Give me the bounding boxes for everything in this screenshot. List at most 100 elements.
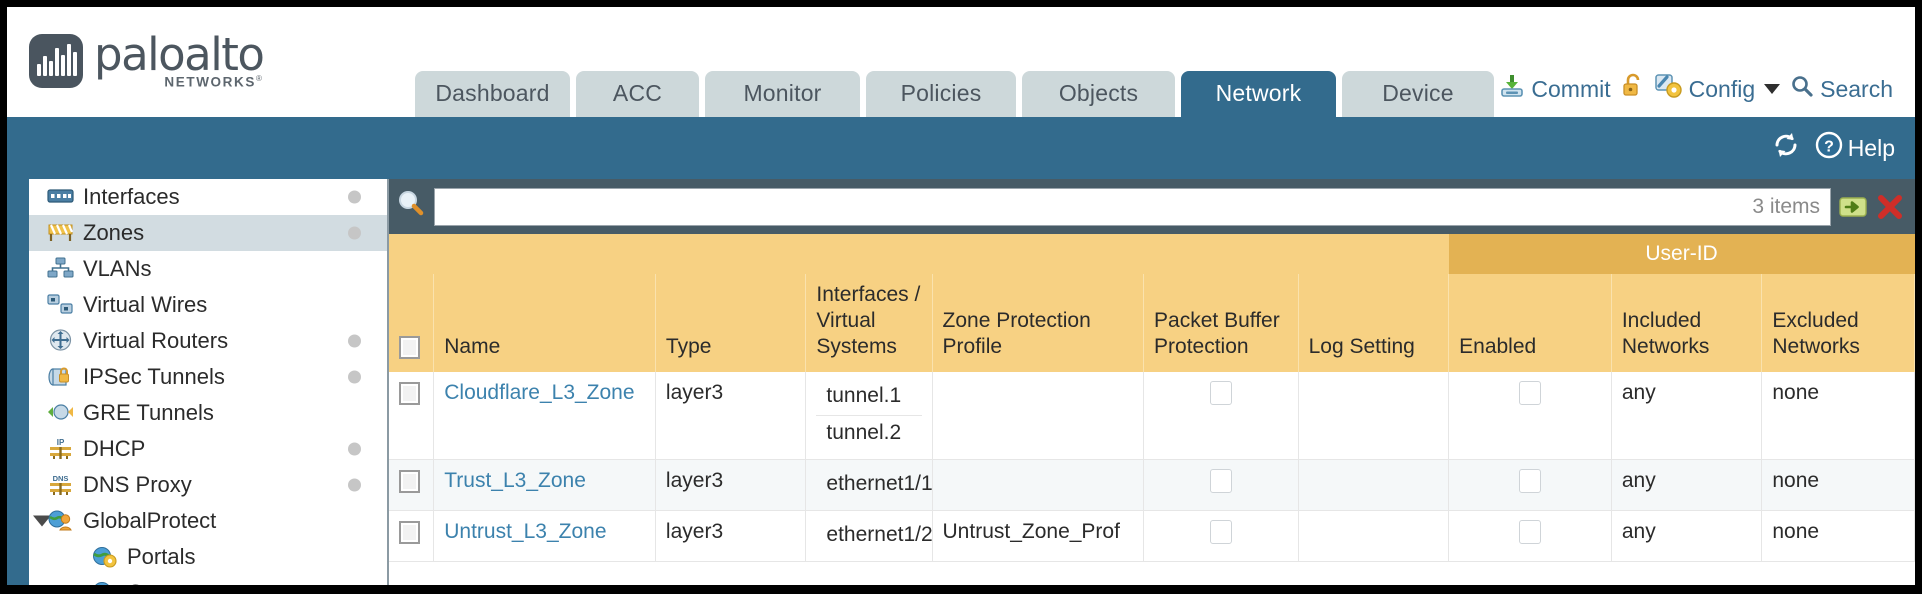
sub-header-actions: ? Help xyxy=(1771,131,1895,165)
search-button[interactable]: Search xyxy=(1790,74,1893,104)
sidebar-item-interfaces[interactable]: Interfaces xyxy=(29,179,387,215)
search-toolbar: 3 items xyxy=(389,179,1915,234)
sidebar-item-label: VLANs xyxy=(83,256,152,281)
row-select-checkbox[interactable] xyxy=(399,469,420,493)
select-all-checkbox[interactable] xyxy=(399,335,420,359)
help-button[interactable]: ? Help xyxy=(1815,131,1895,165)
portals-icon xyxy=(91,545,118,569)
column-header-interfaces-virtual-systems[interactable]: Interfaces / Virtual Systems xyxy=(805,274,933,372)
userid-enabled-checkbox[interactable] xyxy=(1518,520,1541,545)
commit-button[interactable]: Commit xyxy=(1499,73,1611,105)
dns-proxy-icon: DNS xyxy=(47,473,74,497)
tab-objects[interactable]: Objects xyxy=(1022,71,1175,117)
sidebar-item-label: IPSec Tunnels xyxy=(83,364,225,389)
packet-buffer-protection-checkbox[interactable] xyxy=(1209,469,1232,494)
column-header-packet-buffer-protection[interactable]: Packet Buffer Protection xyxy=(1143,274,1299,372)
clear-filter-button[interactable] xyxy=(1875,192,1905,222)
paloalto-logo[interactable]: paloalto NETWORKS® xyxy=(29,32,265,90)
sidebar-item-status-dot[interactable] xyxy=(348,190,361,204)
search-input[interactable] xyxy=(445,194,1741,219)
zone-name-link[interactable]: Untrust_L3_Zone xyxy=(444,520,607,543)
sidebar-item-gateways[interactable]: Gateways xyxy=(29,575,387,585)
packet-buffer-protection-cell xyxy=(1143,510,1299,562)
chevron-down-icon[interactable] xyxy=(1764,84,1781,94)
sidebar-item-portals[interactable]: Portals xyxy=(29,539,387,575)
column-header-excluded-networks[interactable]: Excluded Networks xyxy=(1761,274,1915,372)
sidebar-item-globalprotect[interactable]: GlobalProtect xyxy=(29,503,387,539)
paloalto-logo-mark xyxy=(29,34,83,89)
column-header-name[interactable]: Name xyxy=(433,274,656,372)
sidebar-item-zones[interactable]: Zones xyxy=(29,215,387,251)
excluded-networks-cell: none xyxy=(1761,459,1915,511)
sidebar-item-status-dot[interactable] xyxy=(348,226,361,240)
zones-group-header-row: User-ID xyxy=(389,234,1915,274)
svg-text:?: ? xyxy=(1824,139,1834,156)
tab-acc[interactable]: ACC xyxy=(576,71,699,117)
paloalto-logo-text: paloalto NETWORKS® xyxy=(94,32,265,90)
tab-policies[interactable]: Policies xyxy=(866,71,1016,117)
expand-collapse-triangle-icon[interactable] xyxy=(33,515,51,527)
zone-name-cell: Trust_L3_Zone xyxy=(433,459,656,511)
zone-interfaces-cell: ethernet1/2 xyxy=(805,510,933,562)
tab-network[interactable]: Network xyxy=(1181,71,1336,117)
userid-enabled-cell xyxy=(1448,459,1612,511)
zone-name-link[interactable]: Trust_L3_Zone xyxy=(444,469,586,492)
row-select-checkbox[interactable] xyxy=(399,381,420,405)
zone-name-link[interactable]: Cloudflare_L3_Zone xyxy=(444,381,635,404)
config-wrench-icon xyxy=(1654,73,1683,105)
column-header-included-networks[interactable]: Included Networks xyxy=(1611,274,1763,372)
header-tools: Commit xyxy=(1499,73,1893,105)
tab-dashboard[interactable]: Dashboard xyxy=(415,71,570,117)
packet-buffer-protection-checkbox[interactable] xyxy=(1209,381,1232,406)
search-magnifier-icon xyxy=(1790,74,1814,104)
item-count-label: 3 items xyxy=(1752,194,1820,218)
sidebar-item-ipsec-tunnels[interactable]: IPSec Tunnels xyxy=(29,359,387,395)
sidebar-item-status-dot[interactable] xyxy=(348,478,361,492)
packet-buffer-protection-checkbox[interactable] xyxy=(1209,520,1232,545)
row-select-cell xyxy=(389,372,435,460)
log-setting-cell xyxy=(1298,510,1450,562)
sidebar-item-virtual-routers[interactable]: Virtual Routers xyxy=(29,323,387,359)
tab-monitor[interactable]: Monitor xyxy=(705,71,860,117)
sidebar-item-vlans[interactable]: VLANs xyxy=(29,251,387,287)
zone-name-cell: Cloudflare_L3_Zone xyxy=(433,372,656,460)
refresh-icon[interactable] xyxy=(1771,131,1801,165)
sidebar-item-virtual-wires[interactable]: Virtual Wires xyxy=(29,287,387,323)
zone-protection-profile-cell xyxy=(932,459,1145,511)
userid-enabled-checkbox[interactable] xyxy=(1518,469,1541,494)
included-networks-cell: any xyxy=(1611,459,1763,511)
interface-entry: ethernet1/1 xyxy=(826,472,933,495)
interface-entry: tunnel.1 xyxy=(816,379,922,416)
lock-button[interactable] xyxy=(1621,73,1645,105)
column-header-enabled[interactable]: Enabled xyxy=(1448,274,1612,372)
commit-label: Commit xyxy=(1531,75,1611,102)
interface-entry: tunnel.2 xyxy=(826,421,902,444)
search-field-wrapper[interactable]: 3 items xyxy=(434,187,1831,226)
packet-buffer-protection-cell xyxy=(1143,459,1299,511)
sidebar-item-status-dot[interactable] xyxy=(348,442,361,456)
column-header-type[interactable]: Type xyxy=(655,274,807,372)
magnifier-icon[interactable] xyxy=(395,188,427,225)
apply-filter-button[interactable] xyxy=(1838,192,1868,222)
config-menu[interactable]: Config xyxy=(1654,73,1781,105)
zone-type-cell: layer3 xyxy=(655,510,807,562)
tab-device[interactable]: Device xyxy=(1342,71,1494,117)
row-select-checkbox[interactable] xyxy=(399,520,420,544)
help-question-icon: ? xyxy=(1815,131,1843,165)
column-header-log-setting[interactable]: Log Setting xyxy=(1298,274,1450,372)
userid-enabled-checkbox[interactable] xyxy=(1518,381,1541,406)
sidebar-item-gre-tunnels[interactable]: GRE Tunnels xyxy=(29,395,387,431)
sidebar-item-status-dot[interactable] xyxy=(348,334,361,348)
column-header-zone-protection-profile[interactable]: Zone Protection Profile xyxy=(932,274,1145,372)
sidebar-item-status-dot[interactable] xyxy=(348,370,361,384)
